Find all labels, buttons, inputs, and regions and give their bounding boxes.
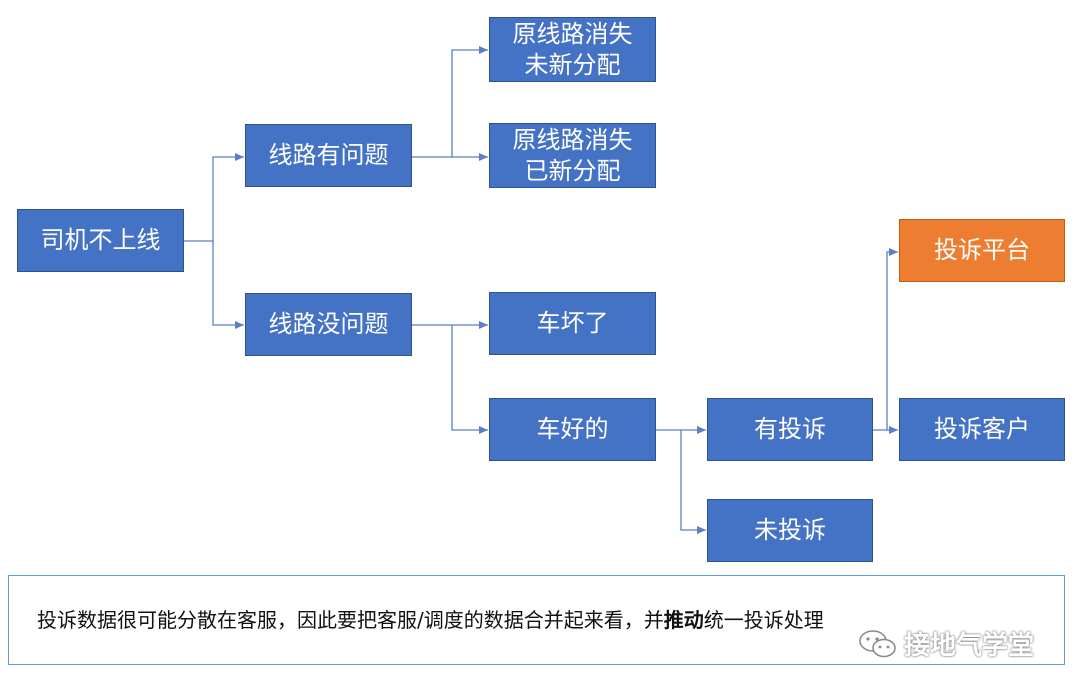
node-complain-platform: 投诉平台 [899, 219, 1065, 282]
node-car-broken: 车坏了 [489, 292, 656, 355]
edge-problem-unassigned [412, 46, 488, 158]
note-prefix: 投诉数据很可能分散在客服，因此要把客服/调度的数据合并起来看，并 [37, 608, 664, 632]
edge-has-platform [886, 248, 898, 430]
node-root: 司机不上线 [17, 209, 184, 272]
edge-root-route-problem [184, 153, 244, 242]
node-route-gone-unassigned: 原线路消失 未新分配 [489, 17, 656, 82]
watermark-label: 接地气学堂 [904, 631, 1035, 661]
wechat-icon [859, 629, 896, 657]
edge-good-no [680, 430, 706, 534]
node-route-ok: 线路没问题 [245, 293, 412, 356]
note-bold: 推动 [663, 608, 704, 632]
edge-root-route-ok [212, 241, 244, 329]
node-complain-customer: 投诉客户 [899, 398, 1065, 461]
watermark: 接地气学堂 [858, 625, 1034, 662]
note-suffix: 统一投诉处理 [703, 608, 824, 632]
node-route-gone-reassigned: 原线路消失 已新分配 [489, 123, 656, 188]
edge-ok-good [451, 325, 488, 434]
node-no-complaint: 未投诉 [707, 499, 873, 562]
node-route-problem: 线路有问题 [245, 124, 412, 187]
node-has-complaint: 有投诉 [707, 398, 873, 461]
node-car-good: 车好的 [489, 398, 656, 461]
note-text: 投诉数据很可能分散在客服，因此要把客服/调度的数据合并起来看，并推动统一投诉处理 [37, 604, 824, 633]
